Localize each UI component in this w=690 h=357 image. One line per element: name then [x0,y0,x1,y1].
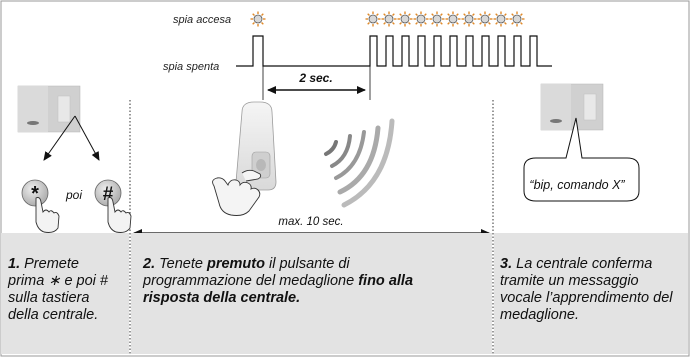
step-3-panel [494,233,688,354]
led-signal-waveform [236,35,552,67]
arrow-to-hash-key [74,115,100,161]
poi-label: poi [65,188,82,202]
step-3-text: 3. La centrale conferma tramite un messa… [500,256,682,324]
led-off-label: spia spenta [163,61,219,73]
led-indicator [397,11,413,27]
step-text: Premete prima ∗ e poi # sulla tastiera d… [8,256,108,323]
control-panel-device-right [540,83,604,131]
hash-key-icon: # [94,179,132,233]
step-1-panel [1,233,129,354]
step-text-bold: fino alla risposta della centrale. [143,273,414,306]
step-text: La centrale conferma tramite un messaggi… [500,256,673,323]
radio-wave-icon [324,118,395,208]
step-text-bold: premuto [206,256,265,272]
led-indicator-row [250,11,525,27]
max-time-label: max. 10 sec. [278,216,343,228]
led-indicator [250,11,266,27]
star-key-label: * [31,183,39,205]
control-panel-device-left [17,85,81,133]
led-indicator [509,11,525,27]
hash-key-label: # [103,184,114,205]
interval-label: 2 sec. [298,71,332,85]
arrow-to-star-key [43,115,76,161]
led-indicator [493,11,509,27]
pendant-transmitter-icon [235,101,277,191]
led-indicator [381,11,397,27]
step-text: Tenete [159,256,207,272]
led-indicator [477,11,493,27]
step-1-text: 1. Premete prima ∗ e poi # sulla tastier… [8,256,116,324]
led-indicator [413,11,429,27]
step-number: 3. [500,256,517,272]
led-indicator [429,11,445,27]
step-number: 2. [143,256,160,272]
led-on-label: spia accesa [173,14,231,26]
step-2-text: 2. Tenete premuto il pulsante di program… [143,256,433,307]
step-2-panel [131,233,492,354]
step-text: il pulsante di programmazione del medagl… [143,256,359,289]
star-key-icon: * [21,179,60,233]
led-indicator [365,11,381,27]
speech-bubble-text: “bip, comando X” [529,178,625,192]
step-number: 1. [8,256,25,272]
led-indicator [445,11,461,27]
speech-bubble: “bip, comando X” [523,117,640,202]
pressing-hand-icon [212,169,262,216]
led-indicator [461,11,477,27]
